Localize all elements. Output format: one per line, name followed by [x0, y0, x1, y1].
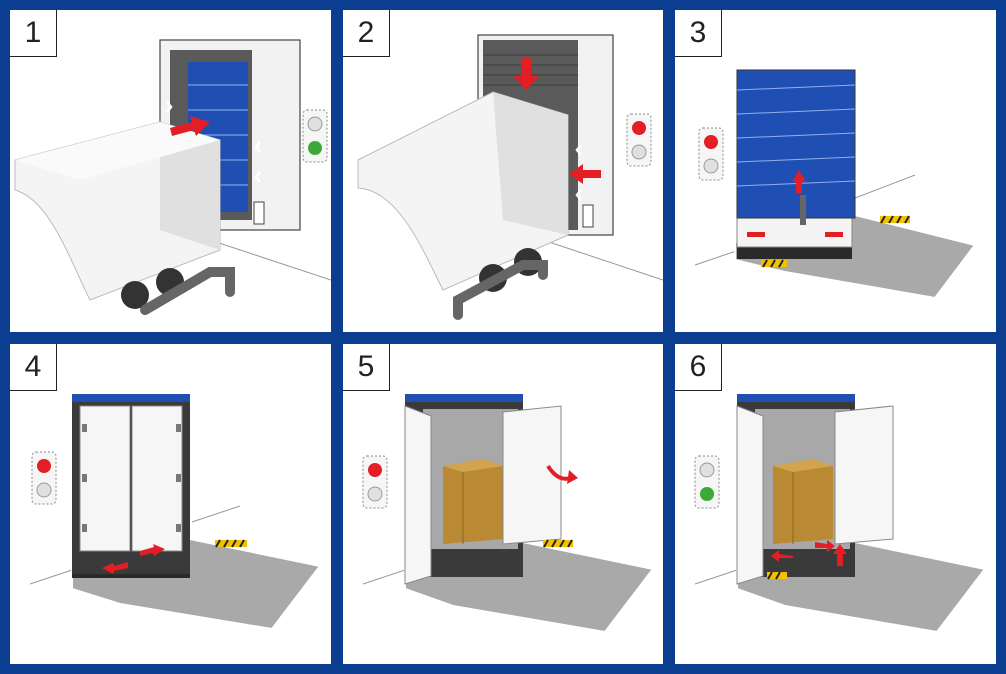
red-arrow-icon	[815, 540, 835, 552]
hazard-strip	[767, 571, 787, 580]
traffic-light-icon	[626, 113, 652, 167]
wheel	[121, 281, 149, 309]
cargo-pallet	[773, 459, 833, 544]
step-panel-6: 6	[675, 344, 996, 664]
traffic-light-icon	[31, 451, 57, 505]
trailer-door-left	[736, 405, 764, 585]
step-illustration	[357, 34, 663, 320]
red-arrow-icon	[170, 116, 210, 136]
step-illustration	[694, 394, 987, 634]
trailer-door-right	[502, 405, 562, 545]
red-arrow-icon	[513, 58, 539, 90]
hazard-strip	[543, 539, 573, 548]
step-illustration	[694, 69, 977, 300]
roller-door	[405, 394, 523, 404]
chevron-icon	[575, 144, 582, 156]
traffic-light-icon	[694, 455, 720, 509]
step-panel-2: 2	[343, 10, 663, 332]
trailer-door-right	[131, 405, 183, 552]
step-panel-3: 3	[675, 10, 996, 332]
traffic-light-icon	[362, 455, 388, 509]
hazard-strip	[880, 215, 910, 224]
roller-door	[736, 69, 856, 219]
chevron-icon	[254, 141, 261, 153]
chevron-icon	[166, 101, 173, 113]
cargo-pallet	[443, 459, 503, 544]
chevron-icon	[575, 189, 582, 201]
hazard-strip	[761, 259, 787, 268]
step-panel-4: 4	[10, 344, 331, 664]
trailer-door-left	[79, 405, 131, 552]
roller-door	[737, 394, 855, 404]
traffic-light-icon	[302, 109, 328, 163]
chevron-icon	[254, 171, 261, 183]
step-illustration	[29, 394, 322, 631]
step-number: 3	[675, 10, 722, 57]
traffic-light-icon	[698, 127, 724, 181]
trailer-door-left	[404, 405, 432, 585]
red-arrow-icon	[792, 170, 806, 193]
step-panel-1: 1	[10, 10, 331, 332]
step-number: 5	[343, 344, 390, 391]
red-arrow-icon	[833, 544, 847, 566]
step-illustration	[362, 394, 655, 634]
red-arrow-icon	[569, 164, 601, 184]
trailer-door-right	[834, 405, 894, 545]
red-arrow-icon	[140, 544, 165, 556]
step-panel-5: 5	[343, 344, 663, 664]
step-number: 2	[343, 10, 390, 57]
step-number: 1	[10, 10, 57, 57]
step-illustration	[14, 39, 331, 315]
roller-door	[72, 394, 190, 404]
red-arrow-icon	[771, 550, 793, 562]
step-number: 4	[10, 344, 57, 391]
step-number: 6	[675, 344, 722, 391]
hazard-strip	[215, 539, 247, 548]
red-arrow-icon	[102, 562, 128, 574]
